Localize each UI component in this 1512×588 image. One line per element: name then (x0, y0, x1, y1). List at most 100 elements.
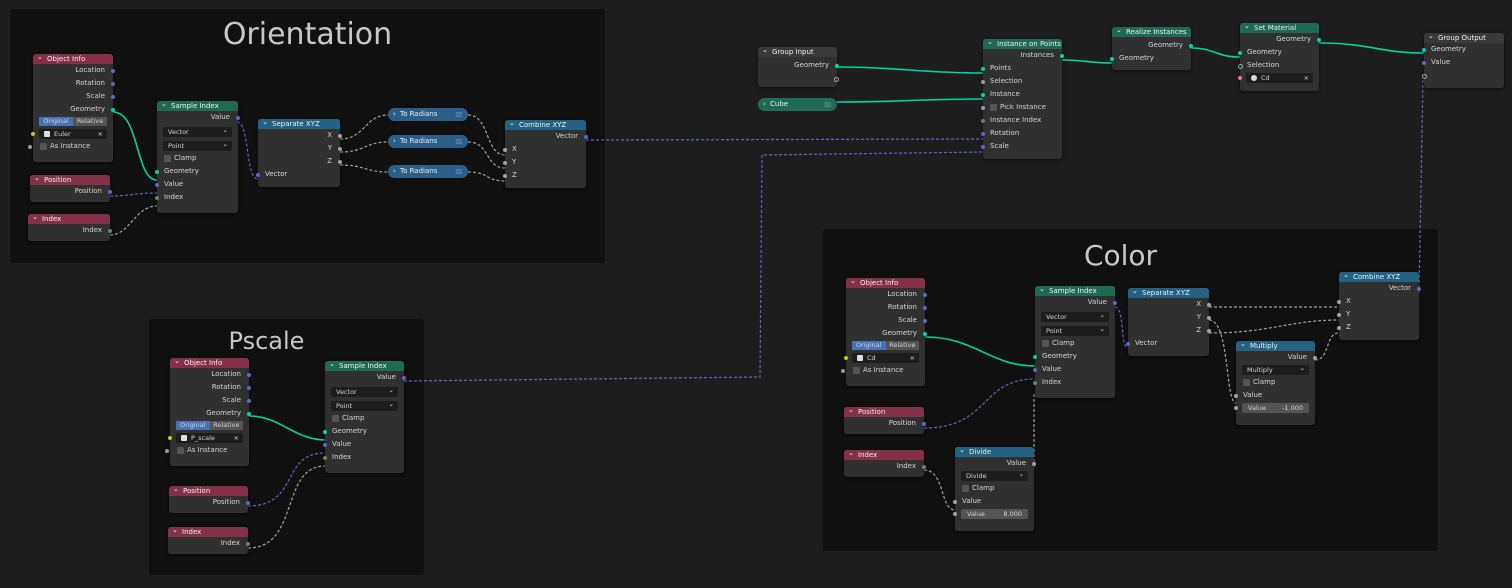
socket-dot[interactable] (923, 318, 927, 323)
socket-y[interactable]: Y (258, 142, 342, 155)
clamp-checkbox[interactable]: Clamp (1236, 376, 1315, 389)
original-button[interactable]: Original (176, 421, 210, 430)
socket-dot[interactable] (1234, 393, 1238, 398)
socket-instance-index[interactable]: Instance Index (981, 114, 1062, 127)
socket-dot[interactable] (402, 375, 406, 380)
socket-z[interactable]: Z (258, 155, 342, 168)
socket-dot[interactable] (835, 63, 839, 68)
socket-dot[interactable] (923, 292, 927, 297)
socket-instance[interactable]: Instance (981, 88, 1062, 101)
material-field[interactable]: Cd× (1238, 73, 1313, 83)
socket-dot[interactable] (923, 331, 927, 336)
socket-dot[interactable] (981, 144, 985, 149)
node-sample-index[interactable]: Sample Index Value Vector Point Clamp Ge… (1033, 286, 1117, 398)
socket-dot[interactable] (108, 228, 112, 233)
socket-dot[interactable] (1337, 312, 1341, 317)
operation-dropdown[interactable]: Multiply (1242, 363, 1309, 375)
socket-dot[interactable] (28, 144, 32, 149)
to-radians-node-2[interactable]: To Radians▯▯ (388, 135, 468, 148)
socket-dot[interactable] (111, 107, 115, 112)
socket-dot[interactable] (1422, 73, 1427, 79)
socket-dot[interactable] (922, 464, 926, 469)
socket-dot[interactable] (165, 448, 169, 453)
socket-dot[interactable] (981, 66, 985, 71)
socket-dot[interactable] (981, 92, 985, 97)
socket-dot[interactable] (1110, 56, 1114, 61)
socket-geometry-in[interactable]: Geometry (1110, 52, 1191, 65)
socket-dot[interactable] (247, 372, 251, 377)
socket-dot[interactable] (338, 159, 342, 164)
socket-dot[interactable] (1337, 325, 1341, 330)
socket-dot[interactable] (155, 169, 159, 174)
socket-dot[interactable] (323, 429, 327, 434)
socket-dot[interactable] (108, 189, 112, 194)
socket-dot[interactable] (1207, 315, 1211, 320)
socket-value-in[interactable]: Value (1234, 389, 1315, 402)
socket-dot[interactable] (1238, 76, 1242, 80)
as-instance-checkbox[interactable]: As Instance (841, 364, 925, 377)
socket-dot[interactable] (1238, 50, 1242, 55)
socket-vector-in[interactable]: Vector (1126, 337, 1209, 350)
socket-dot[interactable] (111, 81, 115, 86)
socket-empty[interactable] (1422, 69, 1504, 82)
socket-dot[interactable] (155, 195, 159, 200)
original-button[interactable]: Original (852, 341, 886, 350)
socket-dot[interactable] (1189, 43, 1193, 48)
socket-x[interactable]: X (1128, 298, 1211, 311)
socket-geometry[interactable]: Geometry (170, 407, 251, 420)
socket-dot[interactable] (1422, 47, 1426, 52)
socket-dot[interactable] (1033, 367, 1037, 372)
domain-dropdown[interactable]: Point (331, 399, 398, 411)
as-instance-checkbox[interactable]: As Instance (165, 444, 249, 457)
node-object-info[interactable]: Object Info Location Rotation Scale Geom… (165, 358, 251, 466)
node-position[interactable]: Position Position (30, 175, 112, 202)
socket-dot[interactable] (503, 160, 507, 165)
checkbox-icon[interactable] (962, 484, 969, 492)
socket-location[interactable]: Location (846, 288, 927, 301)
object-field[interactable]: Euler× (31, 129, 107, 139)
socket-dot[interactable] (338, 146, 342, 151)
socket-dot[interactable] (256, 172, 260, 177)
socket-geometry-in[interactable]: Geometry (1033, 350, 1115, 363)
socket-geometry[interactable]: Geometry (846, 327, 927, 340)
socket-empty[interactable] (758, 72, 839, 85)
data-type-dropdown[interactable]: Vector (1041, 310, 1109, 322)
checkbox-icon[interactable] (1042, 339, 1049, 347)
socket-dot[interactable] (1337, 299, 1341, 304)
relative-button[interactable]: Relative (885, 341, 919, 350)
socket-value-in[interactable]: Value (323, 438, 404, 451)
socket-geometry[interactable]: Geometry (33, 103, 115, 116)
socket-dot[interactable] (155, 182, 159, 187)
clamp-checkbox[interactable]: Clamp (1035, 337, 1115, 350)
node-index[interactable]: Index Index (28, 214, 112, 241)
socket-index[interactable]: Index (168, 537, 250, 550)
node-group-input[interactable]: Group Input Geometry (758, 47, 839, 87)
socket-index-in[interactable]: Index (155, 191, 238, 204)
data-type-dropdown[interactable]: Vector (163, 125, 232, 137)
socket-dot[interactable] (247, 385, 251, 390)
socket-geometry[interactable]: Geometry (758, 59, 839, 72)
socket-points[interactable]: Points (981, 62, 1062, 75)
cube-node[interactable]: Cube▯▯ (758, 98, 837, 111)
relative-button[interactable]: Relative (73, 117, 107, 126)
checkbox-icon[interactable] (990, 103, 997, 111)
socket-vector-out[interactable]: Vector (505, 130, 588, 143)
socket-dot[interactable] (1422, 60, 1426, 65)
socket-dot[interactable] (1033, 380, 1037, 385)
clamp-checkbox[interactable]: Clamp (955, 482, 1034, 495)
object-field[interactable]: Cd× (844, 353, 919, 363)
socket-rotation[interactable]: Rotation (33, 77, 115, 90)
clear-icon[interactable]: × (909, 354, 915, 362)
socket-position[interactable]: Position (844, 417, 926, 430)
socket-y-in[interactable]: Y (503, 156, 586, 169)
checkbox-icon[interactable] (177, 446, 184, 454)
socket-vector-out[interactable]: Vector (1339, 282, 1421, 295)
socket-value-out[interactable]: Value (955, 457, 1036, 470)
socket-dot[interactable] (247, 398, 251, 403)
operation-dropdown[interactable]: Divide (961, 469, 1028, 481)
node-combine-xyz[interactable]: Combine XYZ Vector X Y Z (503, 120, 588, 188)
socket-value-out[interactable]: Value (1035, 296, 1117, 309)
socket-value-out[interactable]: Value (325, 371, 406, 384)
node-index[interactable]: Index Index (844, 450, 926, 477)
to-radians-node-3[interactable]: To Radians▯▯ (388, 165, 468, 178)
